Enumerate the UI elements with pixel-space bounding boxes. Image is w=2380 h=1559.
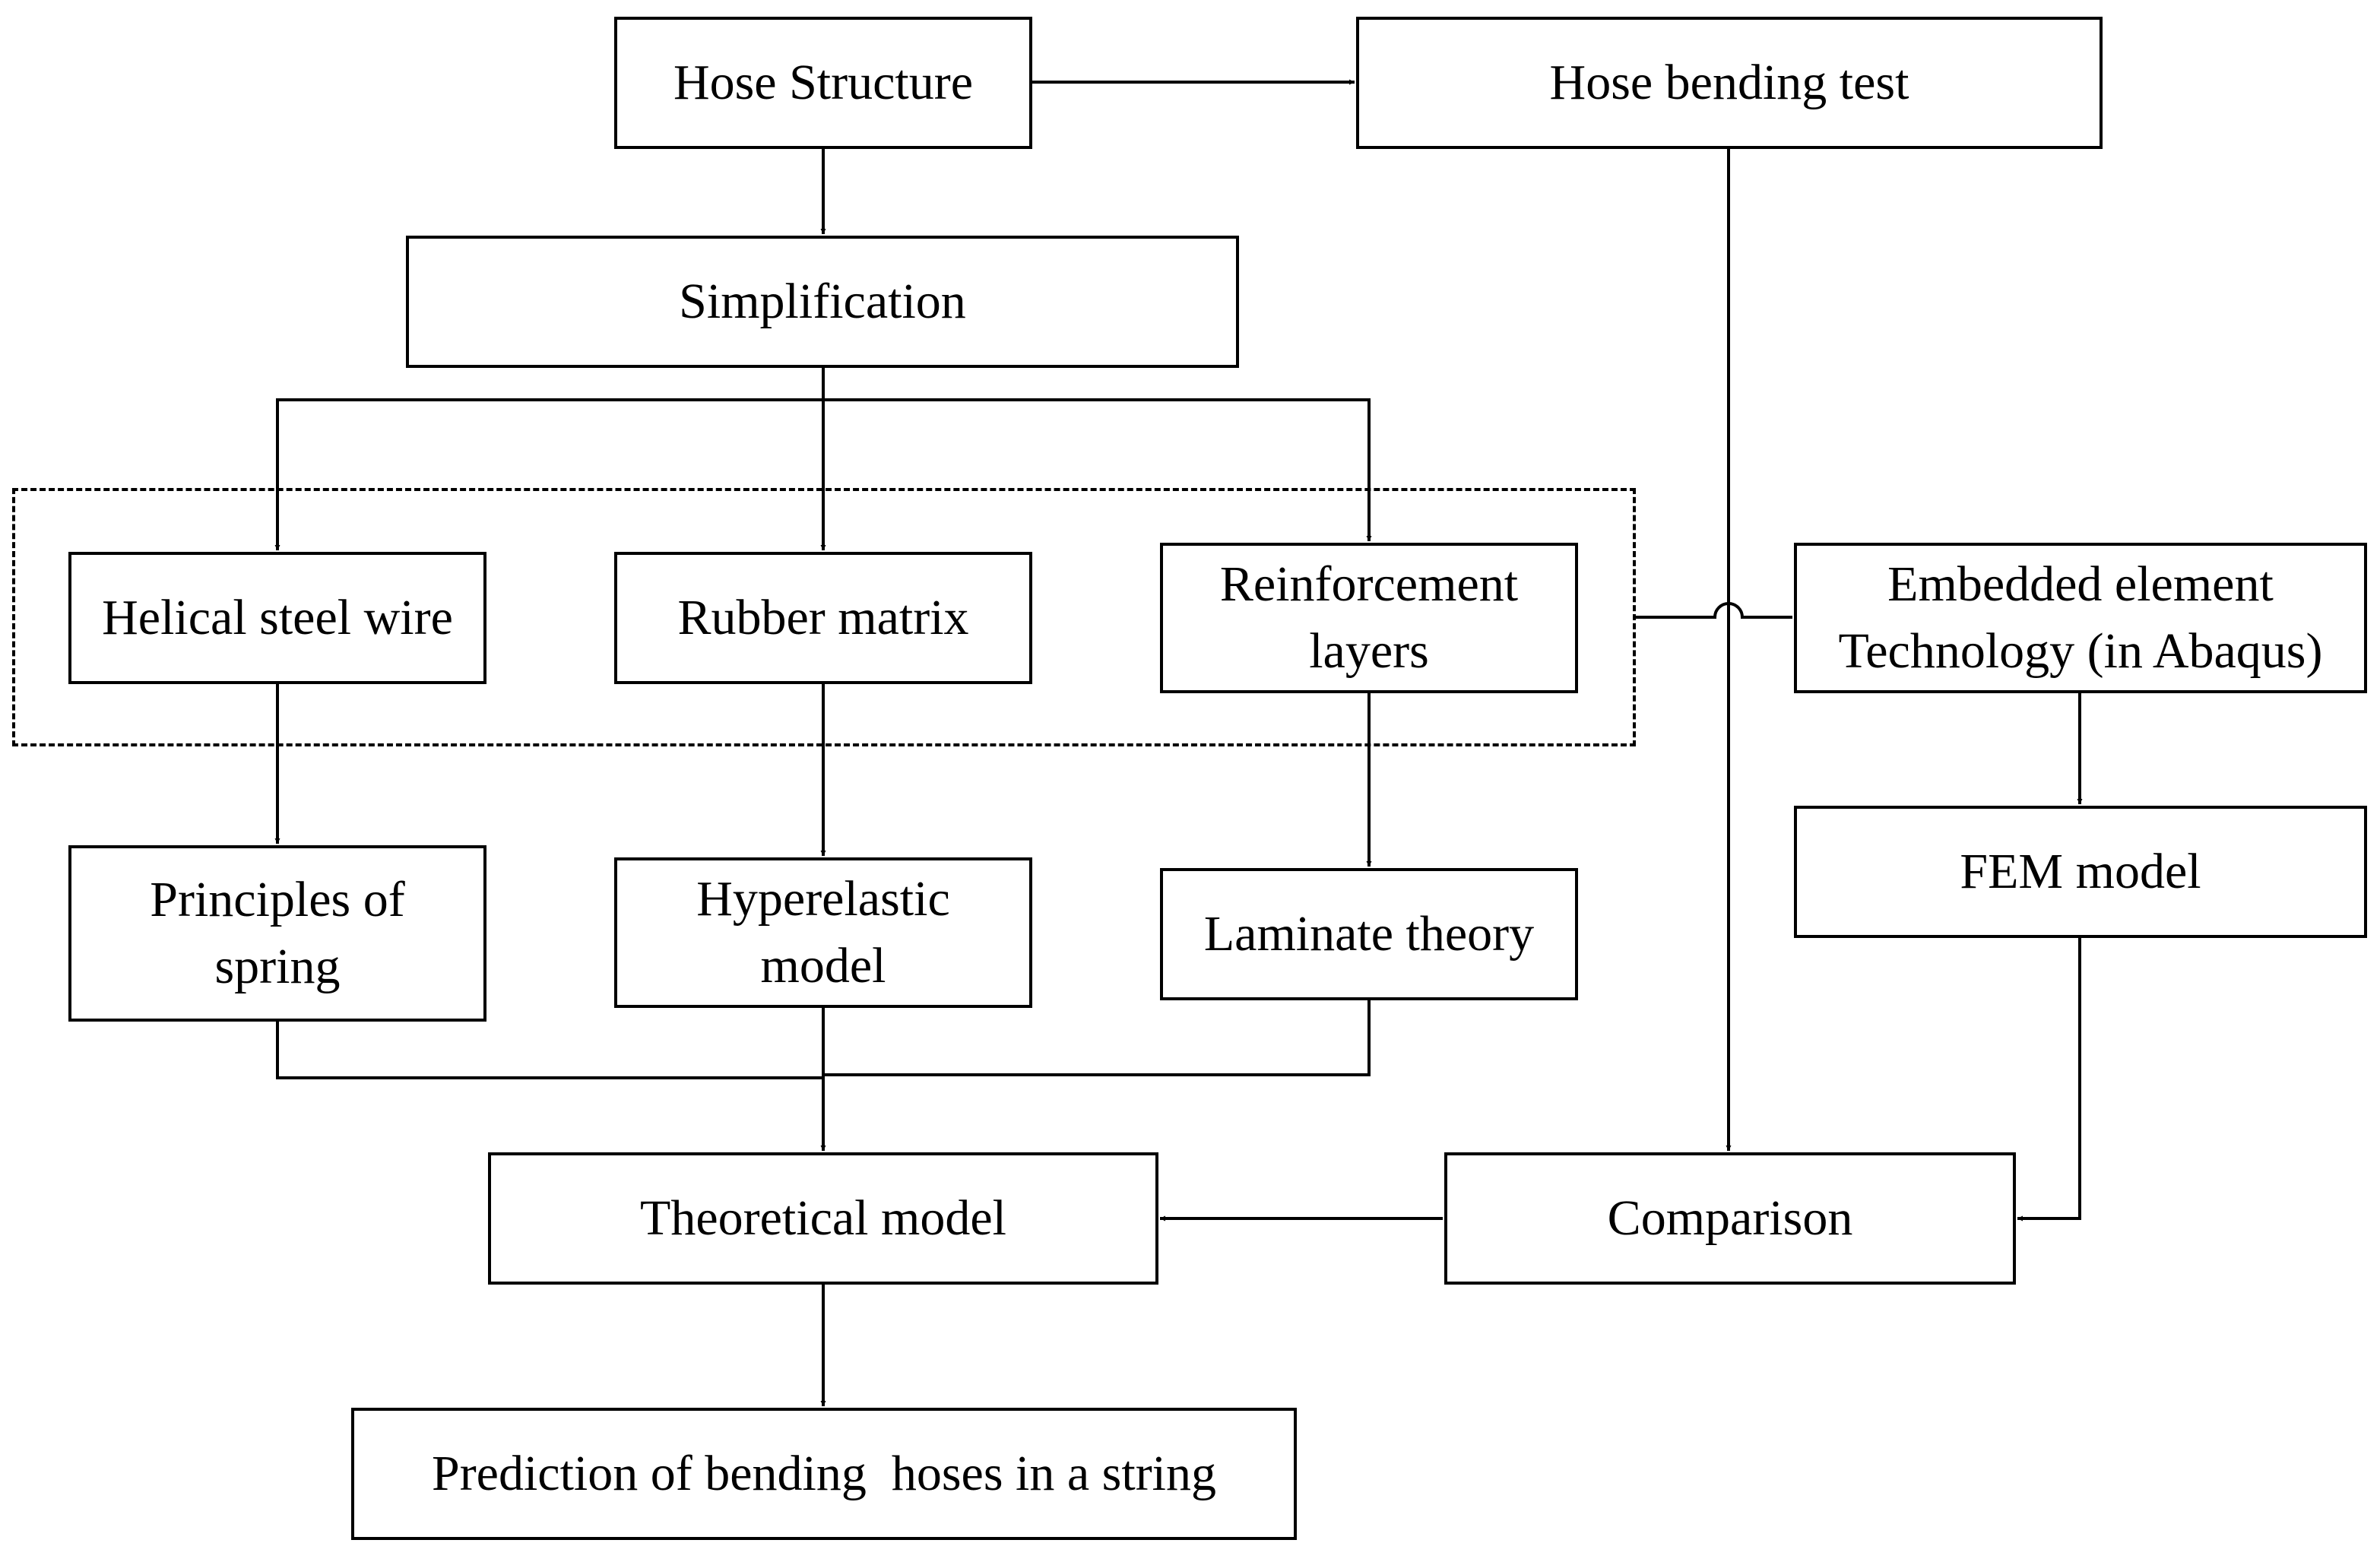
edge-fem-model-to-comparison (2017, 938, 2081, 1222)
node-comparison-label: Comparison (1607, 1190, 1853, 1246)
node-hyperelastic-model-label: Hyperelastic model (696, 871, 950, 993)
node-hyperelastic-model: Hyperelastic model (614, 857, 1032, 1008)
node-principles-of-spring-label: Principles of spring (150, 872, 405, 994)
node-helical-steel-wire-label: Helical steel wire (102, 590, 453, 645)
node-hose-structure-label: Hose Structure (673, 55, 974, 110)
node-embedded-element: Embedded element Technology (in Abaqus) (1794, 543, 2367, 693)
node-prediction-label: Prediction of bending hoses in a string (431, 1446, 1217, 1501)
node-rubber-matrix: Rubber matrix (614, 552, 1032, 684)
node-fem-model-label: FEM model (1960, 844, 2201, 899)
edge-laminate-theory-to-theoretical-model (823, 1000, 1371, 1076)
node-hose-structure: Hose Structure (614, 17, 1032, 149)
node-reinforcement-layers-label: Reinforcement layers (1219, 556, 1519, 679)
node-principles-of-spring: Principles of spring (68, 845, 486, 1022)
node-simplification-label: Simplification (679, 274, 966, 329)
node-laminate-theory: Laminate theory (1160, 868, 1578, 1000)
node-embedded-element-label: Embedded element Technology (in Abaqus) (1838, 556, 2323, 679)
node-reinforcement-layers: Reinforcement layers (1160, 543, 1578, 693)
edge-simplification-to-reinforcement-layers (823, 398, 1372, 541)
node-fem-model: FEM model (1794, 806, 2367, 938)
node-theoretical-model: Theoretical model (488, 1152, 1158, 1285)
edge-materials-group-to-embedded-element (1636, 602, 1792, 619)
node-helical-steel-wire: Helical steel wire (68, 552, 486, 684)
node-laminate-theory-label: Laminate theory (1203, 906, 1535, 962)
node-hose-bending-test: Hose bending test (1356, 17, 2103, 149)
node-comparison: Comparison (1444, 1152, 2016, 1285)
node-prediction: Prediction of bending hoses in a string (351, 1408, 1297, 1540)
node-simplification: Simplification (406, 236, 1239, 368)
edge-simplification-to-helical-steel-wire (274, 368, 825, 550)
materials-group-frame (12, 488, 1636, 746)
node-hose-bending-test-label: Hose bending test (1549, 55, 1909, 110)
node-theoretical-model-label: Theoretical model (640, 1190, 1006, 1246)
edge-principles-of-spring-to-theoretical-model (276, 1022, 823, 1079)
node-rubber-matrix-label: Rubber matrix (677, 590, 969, 645)
